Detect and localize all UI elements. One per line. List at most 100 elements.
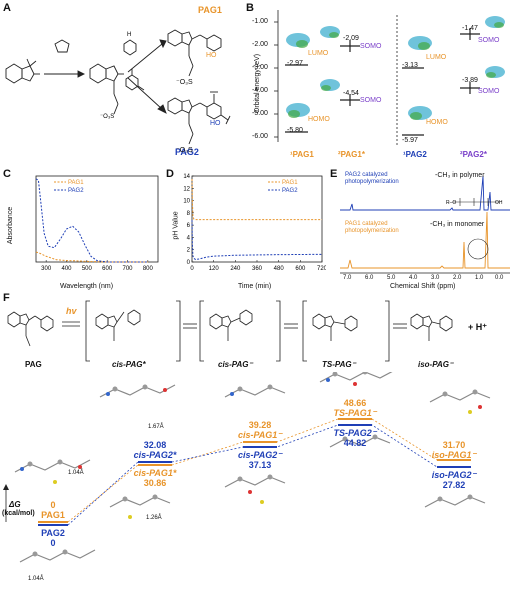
dg-unit: (kcal/mol) — [2, 510, 35, 517]
nmr-xtick-1: 7.0 — [343, 275, 352, 281]
species-iso-pag-minus: iso-PAG⁻ — [418, 360, 454, 369]
y-tick-label: 12 — [183, 186, 190, 192]
level-cis2s-label: cis-PAG2* — [133, 450, 177, 460]
pag1-homo-label: HOMO — [308, 116, 330, 123]
pag1s-somo-dn-label: SOMO — [360, 97, 382, 104]
pag2s-somo-up-value: -1.47 — [462, 25, 478, 32]
panel-b-xlabel-2: ²PAG1* — [338, 150, 365, 159]
legend-label: PAG1 — [68, 180, 84, 186]
nmr-xtick-2: 6.0 — [365, 275, 374, 281]
pag2-ho-label: HO — [210, 120, 221, 127]
panel-b-ytick-4: -4.00 — [252, 87, 268, 94]
pag2s-somo-up-label: SOMO — [478, 37, 500, 44]
level-ts1-value: 48.66 — [343, 398, 367, 408]
panel-b-ytick-6: -6.00 — [252, 133, 268, 140]
energy-diagram — [3, 372, 491, 563]
y-tick-label: 14 — [183, 174, 190, 180]
level-pag1-value: 0 — [50, 500, 56, 510]
panel-d-xlabel: Time (min) — [238, 283, 272, 290]
x-tick-label: 120 — [209, 266, 220, 272]
panel-b-levels — [285, 15, 505, 145]
panel-b-ytick-2: -2.00 — [252, 41, 268, 48]
legend-label: PAG2 — [68, 188, 84, 194]
nmr-xaxis — [340, 272, 510, 274]
nmr-xtick-6: 2.0 — [453, 275, 462, 281]
svg-text:R–O: R–O — [446, 200, 456, 206]
level-cis2m-label: cis-PAG2⁻ — [237, 450, 283, 460]
level-cis1m-label: cis-PAG1⁻ — [237, 430, 283, 440]
panel-letter-c: C — [3, 168, 11, 180]
level-cis2m-value: 37.13 — [248, 460, 272, 470]
pag1-lumo-label: LUMO — [308, 50, 329, 57]
level-ts1-label: TS-PAG1⁻ — [333, 408, 377, 418]
level-ts2-label: TS-PAG2⁻ — [333, 428, 377, 438]
nmr-spectra: R–O OH — [340, 175, 510, 269]
series-line-pag1 — [35, 251, 148, 263]
species-cis-pag-minus: cis-PAG⁻ — [218, 360, 253, 369]
distance-label-3: 1.26Å — [146, 515, 162, 521]
species-pag: PAG — [25, 360, 42, 369]
panel-letter-d: D — [166, 168, 174, 180]
level-cis2s-value: 32.08 — [143, 440, 167, 450]
x-tick-label: 360 — [252, 266, 263, 272]
series-line-pag2 — [35, 178, 148, 263]
panel-b-axis — [274, 10, 279, 142]
nmr-xtick-8: 0.0 — [495, 275, 504, 281]
y-tick-label: 4 — [187, 235, 191, 241]
pag2s-somo-dn-value: -3.89 — [462, 77, 478, 84]
nmr-xtick-3: 5.0 — [387, 275, 396, 281]
svg-text:⁻O₃S: ⁻O₃S — [100, 114, 114, 120]
pag1s-somo-up-value: -2.09 — [343, 35, 359, 42]
level-iso2-label: iso-PAG2⁻ — [431, 470, 477, 480]
series-line-pag2 — [191, 220, 323, 261]
dg-label: ΔG — [9, 500, 21, 509]
x-tick-label: 600 — [102, 266, 113, 272]
pag2-lumo-value: -3.13 — [402, 62, 418, 69]
level-cis1s-label: cis-PAG1* — [133, 468, 177, 478]
x-tick-label: 500 — [82, 266, 93, 272]
level-pag1-label: PAG1 — [41, 510, 65, 520]
panel-letter-e: E — [330, 168, 338, 180]
nmr-xtick-4: 4.0 — [409, 275, 418, 281]
x-tick-label: 720 — [317, 266, 326, 272]
y-tick-label: 6 — [187, 223, 191, 229]
level-ts2-value: 44.82 — [343, 438, 367, 448]
pag1s-somo-up-label: SOMO — [360, 43, 382, 50]
level-iso2-value: 27.82 — [442, 480, 466, 490]
pag1-label: PAG1 — [198, 5, 222, 15]
y-tick-label: 0 — [187, 260, 191, 266]
distance-label-1: 1.67Å — [148, 424, 164, 430]
panel-b-ylabel: Orbital energy (eV) — [254, 53, 262, 114]
panel-b-ytick-5: -5.00 — [252, 110, 268, 117]
proton-label: + H⁺ — [468, 322, 488, 332]
nmr-xtick-7: 1.0 — [475, 275, 484, 281]
legend-label: PAG2 — [282, 188, 298, 194]
level-cis1s-value: 30.86 — [143, 478, 167, 488]
legend-label: PAG1 — [282, 180, 298, 186]
distance-label-4: 1.04Å — [28, 576, 44, 582]
nmr-xtick-5: 3.0 — [431, 275, 440, 281]
pag1-nmr-title: PAG1 catalyzed photopolymerization — [345, 221, 399, 234]
x-tick-label: 300 — [41, 266, 52, 272]
panel-letter-b: B — [246, 2, 254, 14]
nmr-xlabel: Chemical Shift (ppm) — [390, 283, 456, 290]
species-ts-pag-minus: TS-PAG⁻ — [322, 360, 356, 369]
y-tick-label: 2 — [187, 248, 191, 254]
pag2-homo-value: -5.97 — [402, 137, 418, 144]
level-cis1m-value: 39.28 — [248, 420, 272, 430]
pag1-ho-label: HO — [206, 52, 217, 59]
panel-b-ytick-1: -1.00 — [252, 18, 268, 25]
pag2-lumo-label: LUMO — [426, 54, 447, 61]
svg-text:OH: OH — [495, 200, 503, 206]
pag2-so3-label: ⁻O₃S — [176, 147, 193, 154]
panel-c-ylabel: Absorbance — [7, 206, 15, 245]
hv-label: hv — [66, 306, 77, 316]
plot-frame — [35, 175, 159, 263]
panel-b-ytick-3: -3.00 — [252, 64, 268, 71]
x-tick-label: 240 — [230, 266, 241, 272]
x-tick-label: 600 — [295, 266, 306, 272]
panel-a-scheme: H ⁻O₃S — [5, 29, 231, 145]
y-tick-label: 8 — [187, 211, 191, 217]
pag1s-somo-dn-value: -4.54 — [343, 90, 359, 97]
x-tick-label: 400 — [61, 266, 72, 272]
